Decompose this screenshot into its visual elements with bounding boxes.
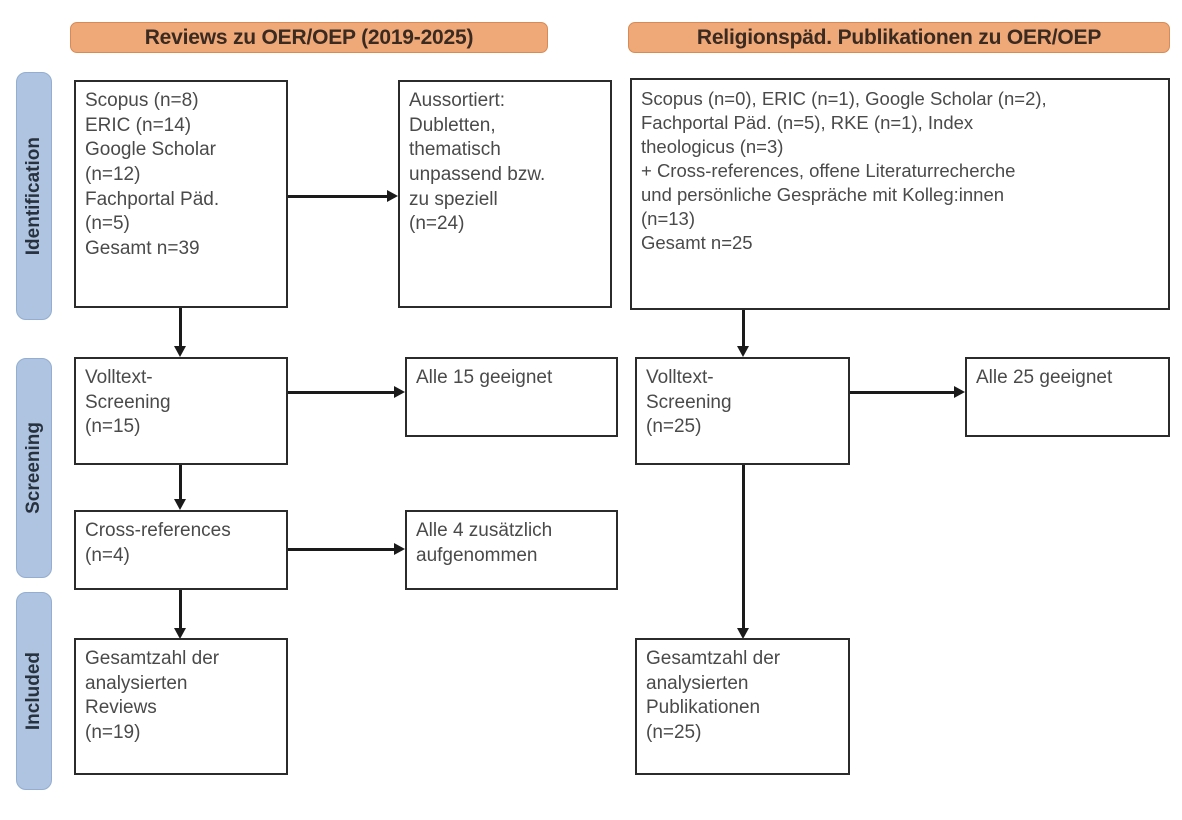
- arrowhead-right-sources-to-screening: [737, 346, 749, 357]
- box-left-identification-sources: Scopus (n=8) ERIC (n=14) Google Scholar …: [74, 80, 288, 308]
- connector-right-screening-to-result: [850, 391, 954, 394]
- arrowhead-right-screening-to-result: [954, 386, 965, 398]
- box-right-included-total: Gesamtzahl der analysierten Publikatione…: [635, 638, 850, 775]
- box-right-fulltext-screening: Volltext- Screening (n=25): [635, 357, 850, 465]
- column-banner-left: Reviews zu OER/OEP (2019-2025): [70, 22, 548, 53]
- connector-left-screening-to-crossrefs: [179, 465, 182, 499]
- box-left-included-total: Gesamtzahl der analysierten Reviews (n=1…: [74, 638, 288, 775]
- stage-label-screening: Screening: [23, 422, 44, 514]
- stage-label-identification: Identification: [23, 136, 44, 256]
- connector-right-screening-to-included: [742, 465, 745, 628]
- arrowhead-left-crossrefs-to-included: [174, 628, 186, 639]
- column-banner-right: Religionspäd. Publikationen zu OER/OEP: [628, 22, 1170, 53]
- arrowhead-left-sources-to-excluded: [387, 190, 398, 202]
- arrowhead-right-screening-to-included: [737, 628, 749, 639]
- box-right-fulltext-result: Alle 25 geeignet: [965, 357, 1170, 437]
- stage-label-included: Included: [23, 651, 44, 731]
- arrowhead-left-screening-to-crossrefs: [174, 499, 186, 510]
- connector-left-sources-to-screening: [179, 308, 182, 346]
- connector-left-screening-to-result: [288, 391, 394, 394]
- box-right-identification-sources: Scopus (n=0), ERIC (n=1), Google Scholar…: [630, 78, 1170, 310]
- connector-left-sources-to-excluded: [288, 195, 387, 198]
- arrowhead-left-sources-to-screening: [174, 346, 186, 357]
- box-left-fulltext-screening: Volltext- Screening (n=15): [74, 357, 288, 465]
- box-left-excluded: Aussortiert: Dubletten, thematisch unpas…: [398, 80, 612, 308]
- box-left-fulltext-result: Alle 15 geeignet: [405, 357, 618, 437]
- connector-left-crossrefs-to-included: [179, 590, 182, 628]
- stage-pill-included: Included: [16, 592, 52, 790]
- connector-right-sources-to-screening: [742, 310, 745, 346]
- connector-left-crossrefs-to-result: [288, 548, 394, 551]
- arrowhead-left-crossrefs-to-result: [394, 543, 405, 555]
- stage-pill-identification: Identification: [16, 72, 52, 320]
- stage-pill-screening: Screening: [16, 358, 52, 578]
- box-left-cross-references-result: Alle 4 zusätzlich aufgenommen: [405, 510, 618, 590]
- arrowhead-left-screening-to-result: [394, 386, 405, 398]
- box-left-cross-references: Cross-references (n=4): [74, 510, 288, 590]
